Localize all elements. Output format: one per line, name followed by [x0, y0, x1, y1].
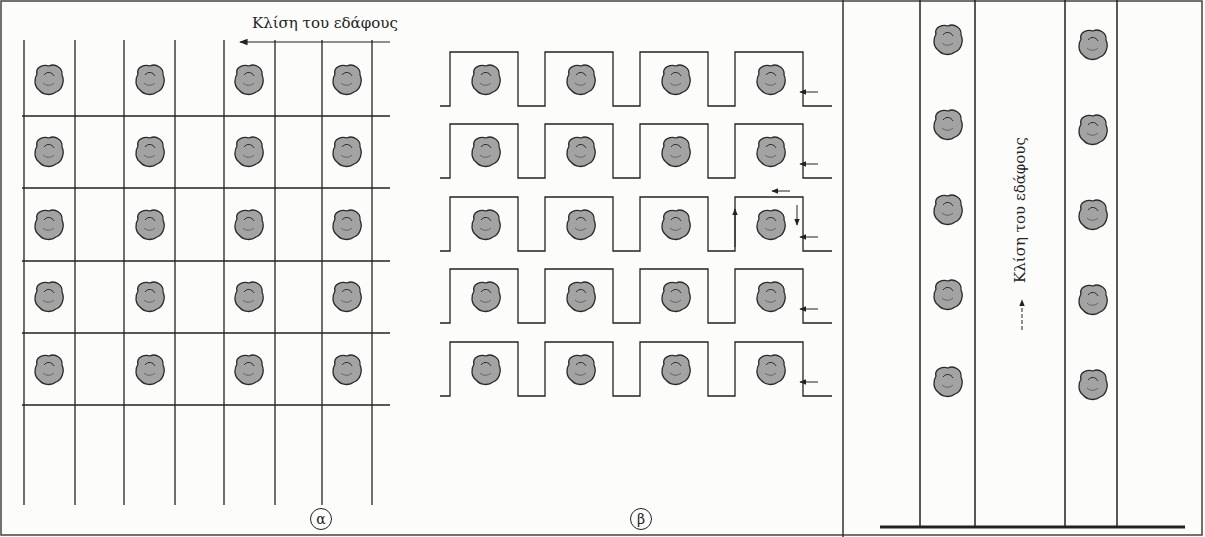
flow-arrow — [772, 191, 790, 192]
plant-symbol — [235, 65, 263, 94]
plant-symbol — [472, 355, 500, 384]
plant-symbol — [567, 65, 595, 94]
meander-furrow — [440, 342, 832, 396]
plant-symbol — [934, 367, 962, 396]
plant-symbol — [662, 355, 690, 384]
furrow-line — [123, 40, 124, 505]
plant-symbol — [934, 195, 962, 224]
plant-symbol — [35, 210, 63, 239]
plant-symbol — [333, 65, 361, 94]
plant-symbol — [136, 282, 164, 311]
plant-symbol — [757, 355, 785, 384]
plant-symbol — [757, 65, 785, 94]
furrow-line — [321, 40, 322, 505]
flow-arrow — [800, 237, 818, 238]
plant-symbol — [662, 282, 690, 311]
plant-symbol — [472, 210, 500, 239]
plant-symbol — [757, 282, 785, 311]
plant-symbol — [136, 137, 164, 166]
furrow-line — [22, 332, 390, 333]
panel-letter-circle: β — [630, 508, 652, 530]
flow-arrow — [800, 92, 818, 93]
plant-symbol — [235, 355, 263, 384]
meander-furrow — [440, 197, 832, 251]
plant-symbol — [757, 137, 785, 166]
plant-symbol — [1079, 30, 1107, 59]
plant-symbol — [1079, 370, 1107, 399]
meander-furrow — [440, 52, 832, 106]
plant-symbol — [934, 25, 962, 54]
plant-symbol — [235, 137, 263, 166]
plant-symbol — [1079, 115, 1107, 144]
plant-symbol — [136, 210, 164, 239]
plant-symbol — [934, 280, 962, 309]
plant-symbol — [35, 65, 63, 94]
plant-symbol — [333, 137, 361, 166]
slope-label: Κλίση του εδάφους — [250, 14, 400, 32]
plant-symbol — [333, 282, 361, 311]
furrow-line — [22, 260, 390, 261]
panel-letter: β — [637, 512, 645, 526]
furrow-line — [74, 40, 75, 505]
flow-arrow — [800, 309, 818, 310]
plant-symbol — [136, 355, 164, 384]
plant-symbol — [472, 137, 500, 166]
slope-label: Κλίση του εδάφους — [1011, 135, 1029, 285]
plant-symbol — [757, 210, 785, 239]
furrow-line — [22, 187, 390, 188]
plant-symbol — [235, 210, 263, 239]
furrow-line — [223, 40, 224, 505]
plant-symbol — [934, 110, 962, 139]
furrow-line — [22, 404, 390, 405]
flow-arrow — [735, 209, 736, 247]
panel-letter-circle: α — [310, 508, 332, 530]
plant-symbol — [35, 282, 63, 311]
furrow-line — [274, 40, 275, 505]
furrow-line — [22, 115, 390, 116]
furrow-line — [23, 40, 24, 505]
meander-furrow — [440, 269, 832, 323]
plant-symbol — [235, 282, 263, 311]
furrow-line — [174, 40, 175, 505]
plant-symbol — [136, 65, 164, 94]
plant-symbol — [662, 210, 690, 239]
plant-symbol — [35, 355, 63, 384]
plant-symbol — [333, 355, 361, 384]
plant-symbol — [1079, 285, 1107, 314]
plant-symbol — [662, 137, 690, 166]
plant-symbol — [472, 65, 500, 94]
plant-symbol — [333, 210, 361, 239]
plant-symbol — [567, 282, 595, 311]
flow-arrow — [800, 382, 818, 383]
panel-letter: α — [316, 512, 325, 526]
flow-arrow — [797, 205, 798, 225]
plant-symbol — [567, 355, 595, 384]
plant-symbol — [567, 137, 595, 166]
plant-symbol — [35, 137, 63, 166]
plant-symbol — [662, 65, 690, 94]
plant-symbol — [472, 282, 500, 311]
furrow-line — [371, 40, 372, 505]
flow-arrow — [800, 164, 818, 165]
plant-symbol — [1079, 200, 1107, 229]
meander-furrow — [440, 124, 832, 178]
plant-symbol — [567, 210, 595, 239]
